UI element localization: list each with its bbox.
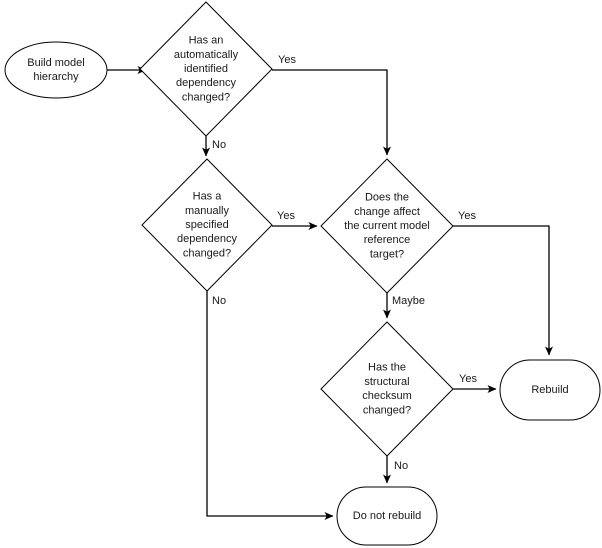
edge-auto-dep-no: No xyxy=(202,136,226,157)
node-label: Rebuild xyxy=(531,384,568,396)
edge-label-no: No xyxy=(212,139,226,151)
node-label-line: identified xyxy=(184,63,228,75)
node-build-model-hierarchy[interactable]: Build model hierarchy xyxy=(4,41,108,99)
node-label-line: manually xyxy=(185,205,230,217)
edge-manual-dep-yes: Yes xyxy=(272,210,318,230)
edge-checksum-yes: Yes xyxy=(453,373,497,393)
edge-label-yes: Yes xyxy=(458,210,476,222)
rounded-rect-shape xyxy=(336,486,438,546)
node-label-line: Has an xyxy=(189,35,224,47)
diamond-shape xyxy=(320,158,454,294)
node-layer: Build model hierarchy Has an automatically… xyxy=(4,1,601,546)
edge-manual-dep-no: No xyxy=(206,291,334,520)
edge-label-maybe: Maybe xyxy=(392,295,425,307)
node-label-line: automatically xyxy=(174,49,239,61)
edge-label-yes: Yes xyxy=(278,54,296,66)
edge-auto-dep-yes: Yes xyxy=(272,54,391,156)
node-label-line: Do not rebuild xyxy=(353,510,422,522)
node-label-line: dependency xyxy=(177,233,237,245)
edge-change-affect-maybe: Maybe xyxy=(383,293,425,319)
edge-label-no: No xyxy=(212,295,226,307)
node-label-line: Build model xyxy=(27,57,84,69)
node-has-automatic-dependency-changed[interactable]: Has an automatically identified dependency c… xyxy=(139,1,273,137)
edge-change-affect-yes: Yes xyxy=(453,210,553,356)
edge-label-yes: Yes xyxy=(459,373,477,385)
node-label: Has the structural checksum changed? xyxy=(362,362,412,417)
ellipse-shape xyxy=(4,41,108,99)
node-do-not-rebuild[interactable]: Do not rebuild xyxy=(336,486,438,546)
node-label: Does the change affect the current model re… xyxy=(344,192,430,261)
node-label-line: changed? xyxy=(363,404,411,416)
node-label-line: structural xyxy=(364,376,409,388)
node-has-structural-checksum-changed[interactable]: Has the structural checksum changed? xyxy=(320,321,454,457)
node-label: Has a manually specified dependency changed? xyxy=(177,191,237,260)
node-label-line: changed? xyxy=(183,247,231,259)
edge-label-no: No xyxy=(394,460,408,472)
node-label: Do not rebuild xyxy=(353,510,422,522)
edge-checksum-no: No xyxy=(383,456,408,484)
edge-label-yes: Yes xyxy=(277,210,295,222)
node-rebuild[interactable]: Rebuild xyxy=(499,359,601,421)
node-label-line: dependency xyxy=(176,77,236,89)
edge-path xyxy=(272,69,391,156)
node-label-line: change affect xyxy=(354,206,420,218)
node-has-manual-dependency-changed[interactable]: Has a manually specified dependency changed? xyxy=(141,158,273,292)
diamond-shape xyxy=(320,321,454,457)
diamond-shape xyxy=(139,1,273,137)
edge-path xyxy=(453,225,553,356)
node-label-line: Rebuild xyxy=(531,384,568,396)
node-label-line: target? xyxy=(370,248,404,260)
node-label-line: Has the xyxy=(368,362,406,374)
node-label-line: checksum xyxy=(362,390,412,402)
node-label-line: the current model xyxy=(344,220,430,232)
node-label-line: specified xyxy=(185,219,228,231)
node-label-line: changed? xyxy=(182,91,230,103)
node-does-change-affect-reference-target[interactable]: Does the change affect the current model re… xyxy=(320,158,454,294)
rounded-rect-shape xyxy=(499,359,601,421)
edge-path xyxy=(206,291,334,520)
node-label-line: Has a xyxy=(193,191,223,203)
node-label-line: Does the xyxy=(365,192,409,204)
node-label: Build model hierarchy xyxy=(27,57,84,83)
node-label-line: hierarchy xyxy=(33,71,79,83)
node-label: Has an automatically identified dependency c… xyxy=(174,35,239,104)
edge-layer: Yes No Yes No Yes Maybe Yes No xyxy=(107,54,553,520)
diamond-shape xyxy=(141,158,273,292)
node-label-line: reference xyxy=(364,234,410,246)
